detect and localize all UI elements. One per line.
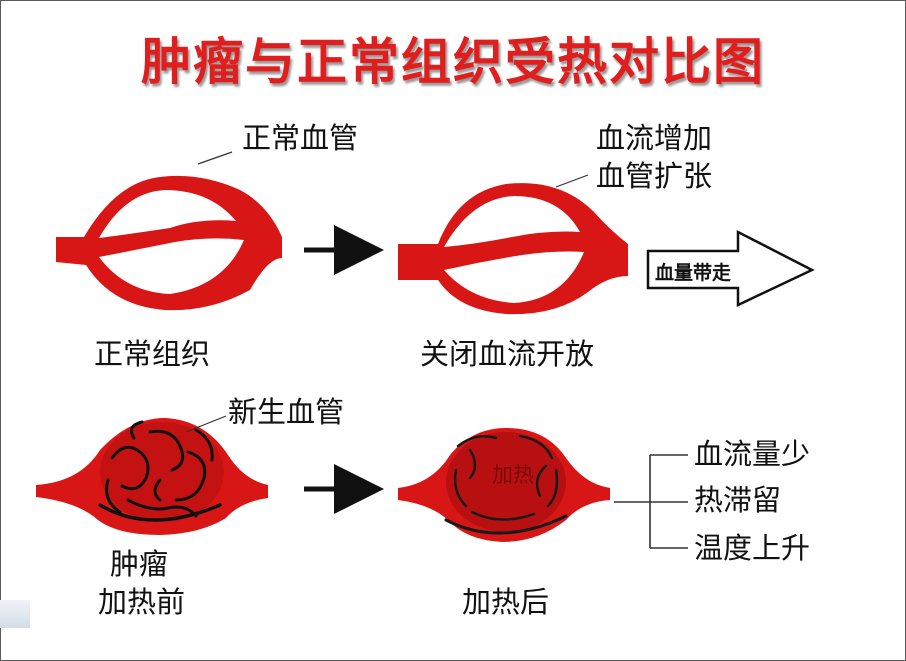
result-bracket xyxy=(614,454,688,549)
tumor-label: 肿瘤 xyxy=(110,547,169,581)
blood-carried-away-arrow xyxy=(646,229,815,307)
tumor-after-shape xyxy=(398,428,610,542)
vessel-dilation-label: 血管扩张 xyxy=(596,159,713,193)
after-heating-label: 加热后 xyxy=(462,585,550,619)
normal-vessel-label: 正常血管 xyxy=(242,121,359,155)
blood-carried-away-label: 血量带走 xyxy=(655,262,732,284)
heat-inside-label: 加热 xyxy=(492,463,534,487)
slide-title: 肿瘤与正常组织受热对比图 xyxy=(141,33,765,91)
less-blood-flow-label: 血流量少 xyxy=(694,437,811,471)
tumor-before-shape xyxy=(36,418,268,535)
dilated-vessel-pointer xyxy=(555,174,589,188)
corner-decoration xyxy=(0,600,30,628)
temperature-rise-label: 温度上升 xyxy=(694,531,811,565)
before-heating-label: 加热前 xyxy=(98,585,186,619)
normal-tissue-label: 正常组织 xyxy=(94,337,211,371)
normal-vessel-shape xyxy=(56,175,282,311)
dilated-vessel-shape xyxy=(398,183,628,315)
new-vessel-label: 新生血管 xyxy=(228,395,345,429)
closed-flow-open-label: 关闭血流开放 xyxy=(420,337,595,371)
normal-vessel-pointer xyxy=(197,151,233,165)
heat-retention-label: 热滞留 xyxy=(694,483,782,517)
flow-increase-label: 血流增加 xyxy=(596,121,713,155)
new-vessel-pointer xyxy=(185,415,227,433)
